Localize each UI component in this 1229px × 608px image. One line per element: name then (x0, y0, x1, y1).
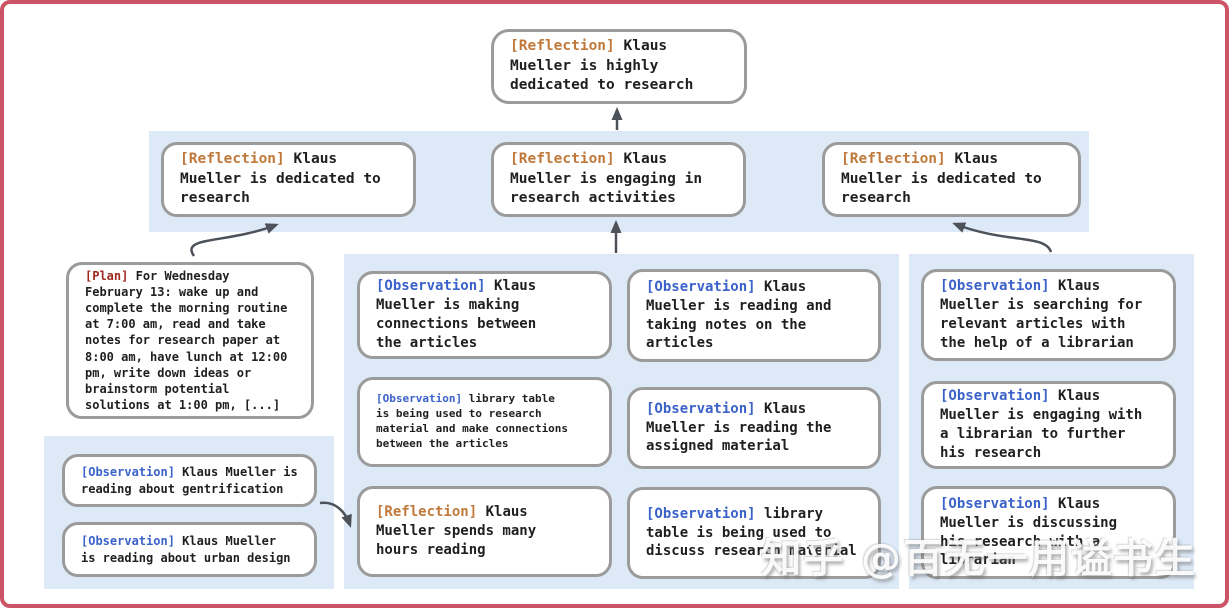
node-observation-taking-notes: [Observation] Klaus Mueller is reading a… (627, 269, 881, 362)
node-text: Klaus Mueller is making connections betw… (376, 278, 537, 351)
node-observation-engaging-librarian: [Observation] Klaus Mueller is engaging … (921, 381, 1176, 469)
observation-tag: [Observation] (81, 534, 175, 549)
node-observation-discussing-librarian: [Observation] Klaus Mueller is discussin… (921, 486, 1176, 579)
reflection-tag: [Reflection] (510, 38, 615, 55)
node-reflection-right: [Reflection] Klaus Mueller is dedicated … (822, 142, 1081, 217)
node-observation-library-table-discuss: [Observation] library table is being use… (627, 487, 881, 579)
node-observation-searching-articles: [Observation] Klaus Mueller is searching… (921, 269, 1176, 361)
node-plan: [Plan] For Wednesday February 13: wake u… (66, 262, 314, 419)
reflection-tag: [Reflection] (376, 504, 478, 521)
node-text: Klaus Mueller is highly dedicated to res… (510, 38, 694, 94)
reflection-tag: [Reflection] (180, 151, 285, 168)
node-text: Klaus Mueller is engaging with a librari… (940, 388, 1143, 461)
observation-tag: [Observation] (646, 400, 756, 417)
node-observation-gentrification: [Observation] Klaus Mueller is reading a… (62, 454, 317, 507)
node-text: Klaus Mueller is reading and taking note… (646, 278, 832, 352)
node-text: Klaus Mueller is reading about gentrific… (81, 465, 298, 496)
node-reflection-left: [Reflection] Klaus Mueller is dedicated … (161, 142, 416, 217)
observation-tag: [Observation] (940, 495, 1050, 512)
node-text: Klaus Mueller is dedicated to research (180, 151, 381, 207)
plan-tag: [Plan] (85, 268, 129, 283)
node-reflection-hours-reading: [Reflection] Klaus Mueller spends many h… (357, 486, 612, 577)
node-text: Klaus Mueller is discussing his research… (940, 495, 1118, 569)
node-text: Klaus Mueller is reading about urban des… (81, 534, 291, 565)
node-text: Klaus Mueller spends many hours reading (376, 504, 537, 558)
node-text: Klaus Mueller is searching for relevant … (940, 278, 1143, 351)
node-text: Klaus Mueller is reading the assigned ma… (646, 400, 832, 455)
node-observation-assigned-material: [Observation] Klaus Mueller is reading t… (627, 387, 881, 469)
node-observation-making-connections: [Observation] Klaus Mueller is making co… (357, 271, 612, 359)
observation-tag: [Observation] (646, 505, 756, 522)
node-reflection-center: [Reflection] Klaus Mueller is engaging i… (491, 142, 746, 217)
node-text: For Wednesday February 13: wake up and c… (85, 268, 288, 413)
observation-tag: [Observation] (940, 388, 1050, 405)
observation-tag: [Observation] (376, 392, 463, 406)
node-text: library table is being used to research … (376, 392, 569, 450)
watermark: 知乎 @百无一用谥书生 (761, 536, 1197, 582)
reflection-tag: [Reflection] (510, 151, 615, 168)
node-observation-library-table-research: [Observation] library table is being use… (357, 377, 612, 467)
node-reflection-top: [Reflection] Klaus Mueller is highly ded… (491, 29, 747, 104)
observation-tag: [Observation] (81, 465, 175, 480)
node-text: Klaus Mueller is dedicated to research (841, 151, 1042, 207)
observation-tag: [Observation] (646, 278, 756, 295)
observation-tag: [Observation] (376, 278, 486, 295)
node-text: library table is being used to discuss r… (646, 505, 857, 560)
node-text: Klaus Mueller is engaging in research ac… (510, 151, 703, 207)
reflection-tag: [Reflection] (841, 151, 946, 168)
node-observation-urban-design: [Observation] Klaus Mueller is reading a… (62, 522, 317, 577)
observation-tag: [Observation] (940, 278, 1050, 295)
